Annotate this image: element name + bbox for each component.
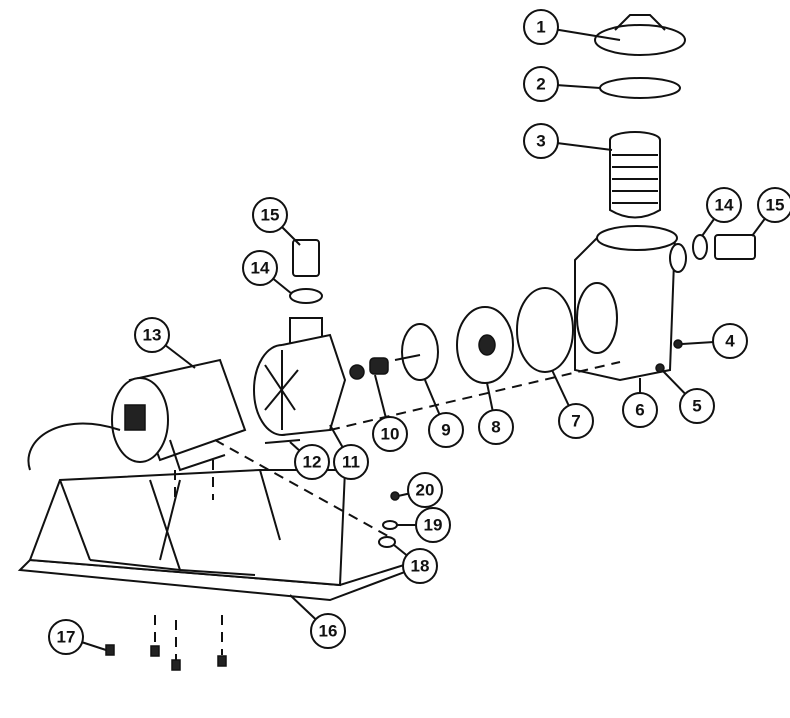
callout-7: 7 (558, 403, 594, 439)
callout-circle (48, 619, 84, 655)
callout-circle (679, 388, 715, 424)
strainer-basket-part (609, 131, 661, 219)
callout-circle (333, 444, 369, 480)
callout-14: 14 (242, 250, 278, 286)
callout-17: 17 (48, 619, 84, 655)
callout-2: 2 (523, 66, 559, 102)
callout-circle (310, 613, 346, 649)
callout-circle (706, 187, 742, 223)
callout-circle (372, 416, 408, 452)
callout-number: 12 (303, 453, 322, 472)
union-fittings (289, 234, 756, 304)
callout-circle (252, 197, 288, 233)
callout-number: 3 (536, 132, 545, 151)
callout-13: 13 (134, 317, 170, 353)
motor-part (27, 358, 396, 541)
washer (378, 536, 396, 548)
gasket-part (516, 287, 574, 373)
mounting-bolts (105, 615, 227, 671)
callout-number: 2 (536, 75, 545, 94)
callout-8: 8 (478, 409, 514, 445)
callout-10: 10 (372, 416, 408, 452)
callout-number: 15 (766, 196, 785, 215)
callout-circle (242, 250, 278, 286)
callout-circle (428, 412, 464, 448)
lock-washer (382, 520, 398, 530)
callout-number: 9 (441, 421, 450, 440)
callout-number: 13 (143, 326, 162, 345)
callout-circle (407, 472, 443, 508)
callout-circle (712, 323, 748, 359)
callout-circle (415, 507, 451, 543)
pump-housing-part (329, 225, 687, 431)
callout-11: 11 (333, 444, 369, 480)
callout-number: 18 (411, 557, 430, 576)
callout-20: 20 (407, 472, 443, 508)
callout-6: 6 (622, 392, 658, 428)
nut (390, 491, 400, 501)
callout-3: 3 (523, 123, 559, 159)
callout-number: 6 (635, 401, 644, 420)
o-ring-part (599, 77, 681, 99)
callout-circle (757, 187, 790, 223)
callout-circle (523, 9, 559, 45)
callout-14: 14 (706, 187, 742, 223)
callout-number: 20 (416, 481, 435, 500)
callout-circle (478, 409, 514, 445)
callout-19: 19 (415, 507, 451, 543)
lid-part (594, 14, 686, 56)
callout-9: 9 (428, 412, 464, 448)
callout-15: 15 (757, 187, 790, 223)
motor-base-part (17, 469, 421, 602)
callout-number: 15 (261, 206, 280, 225)
callout-circle (558, 403, 594, 439)
callout-number: 14 (251, 259, 270, 278)
callout-12: 12 (294, 444, 330, 480)
callout-number: 8 (491, 418, 500, 437)
callout-number: 19 (424, 516, 443, 535)
callout-number: 10 (381, 425, 400, 444)
callout-number: 16 (319, 622, 338, 641)
callout-number: 7 (571, 412, 580, 431)
impeller-assembly (349, 306, 514, 384)
callout-circle (622, 392, 658, 428)
callout-18: 18 (402, 548, 438, 584)
drain-plug (673, 339, 683, 349)
callout-number: 5 (692, 397, 701, 416)
callout-number: 14 (715, 196, 734, 215)
callout-1: 1 (523, 9, 559, 45)
seal-plate-part (253, 317, 347, 444)
callout-number: 11 (342, 453, 360, 472)
callout-number: 4 (725, 332, 735, 351)
callout-circle (523, 123, 559, 159)
callout-5: 5 (679, 388, 715, 424)
callout-circle (134, 317, 170, 353)
callout-circle (294, 444, 330, 480)
callout-15: 15 (252, 197, 288, 233)
callout-circle (523, 66, 559, 102)
callout-number: 1 (536, 18, 545, 37)
callout-number: 17 (57, 628, 76, 647)
callout-circle (402, 548, 438, 584)
callout-4: 4 (712, 323, 748, 359)
callout-16: 16 (310, 613, 346, 649)
